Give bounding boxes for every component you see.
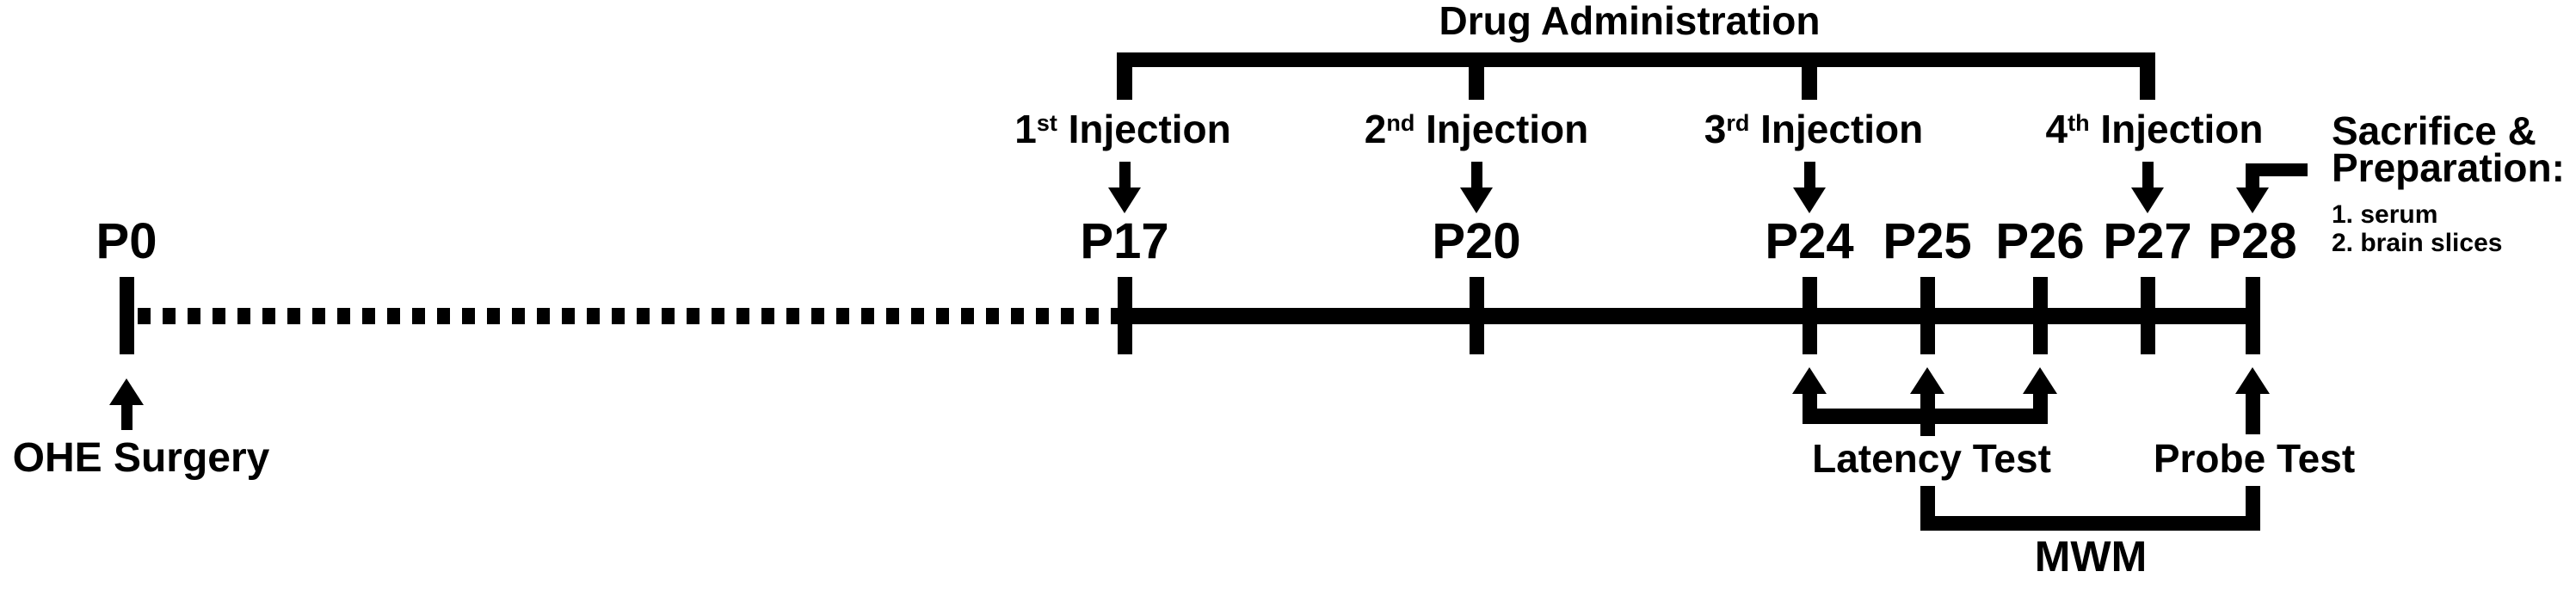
injection-4-ordinal: th (2068, 110, 2090, 136)
injection-4-word: Injection (2100, 107, 2264, 151)
arrow-shaft (121, 403, 132, 430)
bracket-drop-p24 (1802, 67, 1817, 100)
probe-test-label: Probe Test (2153, 436, 2356, 481)
tick-p24 (1803, 277, 1817, 354)
day-label-p27: P27 (2103, 213, 2192, 269)
arrow-shaft (1804, 162, 1815, 189)
elbow-vertical-shaft (2246, 163, 2259, 189)
surgery-label: OHE Surgery (12, 435, 270, 481)
arrow-head-down-icon (1108, 187, 1141, 213)
day-label-p25: P25 (1883, 213, 1972, 269)
arrow-head-up-icon (2235, 367, 2270, 394)
tick-p17 (1118, 277, 1132, 354)
injection-2-number: 2 (1364, 107, 1387, 151)
injection-label-2: 2nd Injection (1365, 109, 1589, 149)
arrow-shaft (1119, 162, 1131, 189)
drug-administration-bracket-bar (1117, 52, 2155, 67)
injection-1-word: Injection (1068, 107, 1231, 151)
arrow-shaft (1471, 162, 1482, 189)
timeline-dashed-segment (138, 308, 1123, 324)
injection-3-number: 3 (1704, 107, 1727, 151)
arrow-head-down-icon (2131, 187, 2164, 213)
day-label-p24: P24 (1765, 213, 1854, 269)
injection-2-ordinal: nd (1386, 110, 1415, 136)
tick-p25 (1920, 277, 1935, 354)
tick-p28 (2246, 277, 2260, 354)
injection-label-1: 1st Injection (1014, 109, 1231, 149)
day-label-p17: P17 (1080, 213, 1169, 269)
sacrifice-item-brain-slices: 2. brain slices (2332, 229, 2503, 257)
sacrifice-preparation-block: Sacrifice & Preparation: 1. serum 2. bra… (2332, 108, 2565, 257)
arrow-shaft (2246, 391, 2260, 434)
tick-p26 (2033, 277, 2048, 354)
tick-p20 (1470, 277, 1484, 354)
latency-center-stem (1920, 422, 1935, 436)
arrow-head-up-icon (2023, 367, 2057, 394)
sacrifice-item-serum: 1. serum (2332, 200, 2438, 229)
tick-p0 (120, 277, 134, 354)
arrow-head-down-icon (2236, 187, 2269, 213)
latency-connector-bar (1803, 409, 2048, 424)
injection-3-word: Injection (1760, 107, 1924, 151)
injection-1-ordinal: st (1036, 110, 1057, 136)
arrow-head-down-icon (1460, 187, 1493, 213)
tick-p27 (2141, 277, 2155, 354)
day-label-p0: P0 (96, 213, 157, 269)
day-label-p20: P20 (1432, 213, 1521, 269)
injection-label-4: 4th Injection (2046, 109, 2264, 149)
arrow-head-up-icon (109, 378, 144, 405)
injection-4-number: 4 (2045, 107, 2068, 151)
sacrifice-title-line2: Preparation: (2332, 145, 2565, 190)
bracket-drop-p27 (2140, 67, 2155, 100)
injection-2-word: Injection (1426, 107, 1589, 151)
day-label-p28: P28 (2208, 213, 2297, 269)
sacrifice-title-line1: Sacrifice & (2332, 108, 2536, 153)
mwm-label: MWM (2034, 532, 2148, 581)
drug-administration-title: Drug Administration (1439, 0, 1821, 43)
arrow-head-down-icon (1793, 187, 1826, 213)
injection-3-ordinal: rd (1726, 110, 1750, 136)
mwm-bracket-bottom (1920, 516, 2260, 531)
elbow-horizontal-bar (2246, 163, 2308, 176)
injection-1-number: 1 (1014, 107, 1037, 151)
arrow-head-up-icon (1792, 367, 1827, 394)
day-label-p26: P26 (1995, 213, 2085, 269)
bracket-drop-p20 (1469, 67, 1484, 100)
arrow-head-up-icon (1910, 367, 1944, 394)
arrow-shaft (2142, 162, 2154, 189)
injection-label-3: 3rd Injection (1704, 109, 1924, 149)
latency-test-label: Latency Test (1812, 436, 2051, 481)
bracket-drop-p17 (1117, 67, 1132, 100)
timeline-solid-segment (1119, 308, 2259, 324)
